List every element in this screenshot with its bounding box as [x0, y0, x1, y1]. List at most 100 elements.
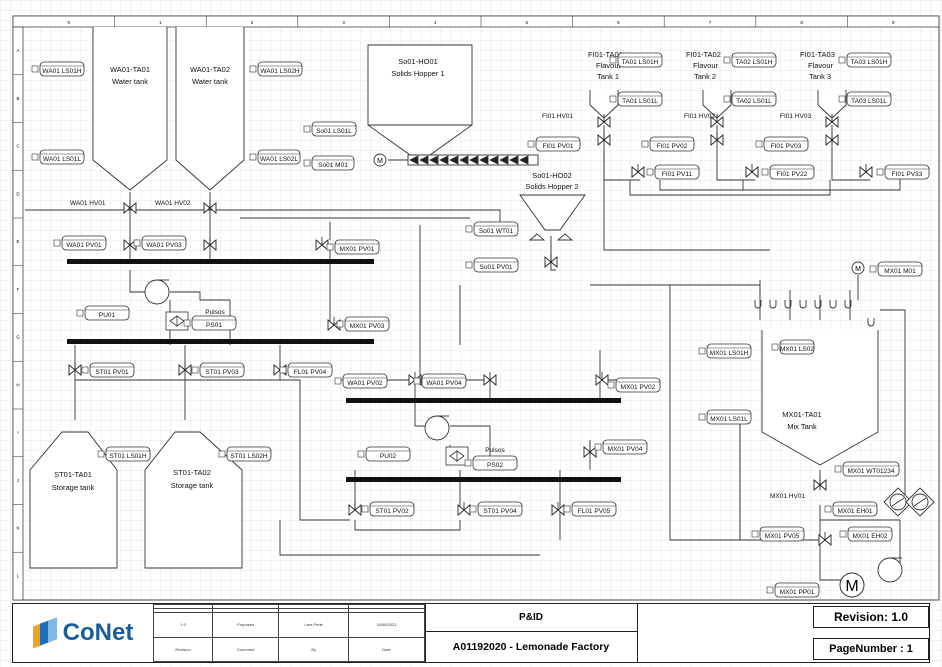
grid-col-label: 7	[709, 20, 712, 25]
valve-icon	[315, 237, 329, 251]
tag-wa01-pv01: WA01 PV01	[53, 235, 107, 251]
tag-label: FI01 PV01	[543, 143, 574, 150]
wa01ta02-desc: Water tank	[192, 77, 228, 86]
tag-label: FL01 PV05	[578, 508, 611, 515]
water-tank-1	[92, 27, 168, 191]
tag-so01-pv01: So01 PV01	[465, 257, 519, 273]
tag-label: ST01 LS02H	[230, 453, 268, 460]
tag-wa01-ls02l: WA01 LS02L	[249, 149, 301, 165]
storage-tank-2	[144, 431, 243, 569]
water-tank-2	[175, 27, 245, 191]
tag-label: MX01 EH01	[837, 508, 872, 515]
tag-st01-ls01h: ST01 LS01H	[97, 446, 151, 462]
tag-label: WA01 PV04	[426, 380, 462, 387]
revision-table: 1.0 Proposed Lars Pede 10/06/2021 Revisi…	[152, 603, 426, 663]
grid-row-label: G	[16, 335, 20, 340]
tag-ps01: PS01	[183, 315, 237, 331]
valve-icon	[859, 164, 873, 178]
tag-label: TA01 LS01L	[622, 98, 658, 105]
st01ta02-desc: Storage tank	[171, 481, 214, 490]
tag-label: So01 WT01	[479, 228, 514, 235]
fi01ta03-l3: Tank 3	[809, 72, 831, 81]
valve-icon	[745, 164, 759, 178]
fi01ta01-name: FI01-TA01	[588, 50, 623, 59]
tag-wa01-ls02h: WA01 LS02H	[249, 61, 303, 77]
tag-mx01-pp01: MX01 PP01	[766, 582, 820, 598]
grid-col-label: 8	[800, 20, 803, 25]
tag-wa01-ls01h: WA01 LS01H	[31, 61, 85, 77]
hand-valve-label: MX01 HV01	[770, 493, 805, 500]
tag-fl01-pv04: FL01 PV04	[279, 362, 333, 378]
tag-label: PS01	[206, 322, 222, 329]
grid-row-label: E	[16, 239, 19, 244]
tag-ta01-ls01h: TA01 LS01H	[609, 52, 663, 68]
grid-row-label: A	[16, 48, 19, 53]
tag-fi01-pv01: FI01 PV01	[527, 136, 581, 152]
st01ta01-name: ST01-TA01	[54, 470, 92, 479]
tag-label: MX01 PP01	[780, 589, 815, 596]
st01ta01-desc: Storage tank	[52, 483, 95, 492]
grid-col-label: 1	[159, 20, 162, 25]
tag-label: MX01 EH02	[852, 533, 887, 540]
valve-icon	[818, 532, 832, 546]
tag-ta03-ls01h: TA03 LS01H	[838, 52, 892, 68]
tag-st01-pv01: ST01 PV01	[81, 362, 135, 378]
tag-st01-ls02h: ST01 LS02H	[218, 446, 272, 462]
st01ta02-name: ST01-TA02	[173, 468, 211, 477]
grid-row-label: C	[16, 144, 20, 149]
valve-icon	[203, 200, 217, 214]
title-block: CoNet 1.0 Proposed Lars Pede 10/06/2021 …	[12, 603, 930, 663]
fi01ta01-l2: Flavour	[596, 61, 622, 70]
valve-icon	[68, 362, 82, 376]
rev-cell-by: Lars Pede	[278, 612, 349, 638]
tag-label: FL01 PV04	[294, 369, 327, 376]
tag-label: WA01 PV01	[66, 242, 102, 249]
instrument-tags: WA01 LS01H WA01 LS02H WA01 LS01L WA01 LS02L…	[31, 52, 930, 598]
mx01ta01-desc: Mix Tank	[787, 422, 817, 431]
tag-label: FI01 PV22	[777, 171, 808, 178]
pulsos-2-label: Pulsos	[485, 447, 505, 454]
tag-mx01-pv02: MX01 PV02	[607, 377, 661, 393]
rev-cell-revision: 1.0	[152, 612, 214, 638]
fi01ta02-l3: Tank 2	[694, 72, 716, 81]
drawing-title-box: P&ID A01192020 - Lemonade Factory	[425, 604, 638, 662]
tag-label: TA01 LS01H	[622, 59, 659, 66]
tag-label: FI01 PV02	[657, 143, 688, 150]
tag-mx01-ls02: MX01 LS02	[771, 339, 815, 355]
tag-label: So01 PV01	[480, 264, 513, 271]
valve-icon	[710, 114, 724, 128]
fi01ta01-l3: Tank 1	[597, 72, 619, 81]
tag-mx01-ls01h: MX01 LS01H	[698, 343, 752, 359]
motor-pp01-icon: M	[839, 572, 865, 598]
company-logo: CoNet	[13, 604, 154, 662]
mixer-inlet-nozzles	[754, 275, 875, 327]
tag-fi01-pv22: FI01 PV22	[761, 164, 815, 180]
storage-tank-1	[29, 431, 118, 569]
grid-row-label: K	[16, 526, 19, 531]
motor-so01-icon: M	[373, 153, 387, 167]
page-number-box: PageNumber : 1	[813, 638, 929, 660]
tag-wa01-pv04: WA01 PV04	[413, 373, 467, 389]
motor-mx01-icon: M	[851, 261, 865, 275]
tag-label: FI01 PV11	[662, 171, 693, 178]
tag-st01-pv02: ST01 PV02	[361, 501, 415, 517]
tag-label: MX01 WT01234	[848, 468, 895, 475]
rev-cell-date: 10/06/2021	[347, 612, 426, 638]
grid-row-label: F	[17, 287, 20, 292]
tag-pu01: PU01	[76, 305, 130, 321]
grid-row-label: J	[17, 478, 19, 483]
tag-fi01-pv02: FI01 PV02	[641, 136, 695, 152]
tag-label: ST01 PV01	[95, 369, 129, 376]
mx01ta01-name: MX01-TA01	[782, 410, 821, 419]
grid-row-label: L	[17, 573, 20, 578]
tag-ta02-ls01h: TA02 LS01H	[723, 52, 777, 68]
tag-fi01-pv03: FI01 PV03	[755, 136, 809, 152]
tag-label: WA01 LS02L	[260, 156, 298, 163]
tag-label: So01 M01	[318, 162, 348, 169]
tag-label: TA02 LS01L	[736, 98, 772, 105]
wa01ta02-name: WA01-TA02	[190, 65, 230, 74]
rev-header-date: Date	[347, 636, 426, 663]
rev-header-revision: Revision	[152, 636, 214, 663]
tag-label: WA01 LS01L	[43, 156, 81, 163]
